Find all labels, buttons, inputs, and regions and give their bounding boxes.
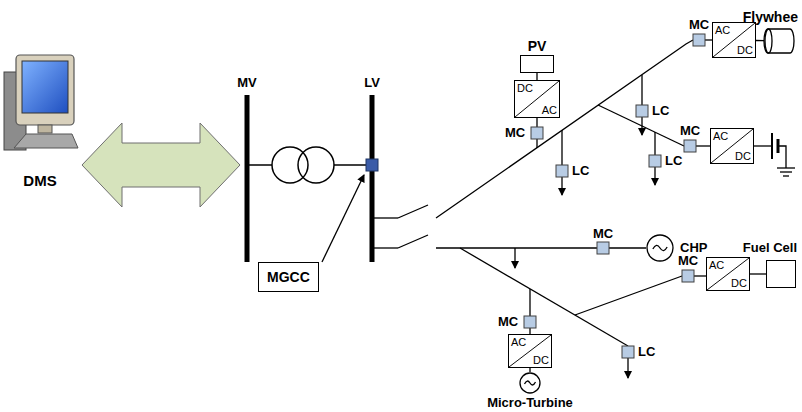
upper-feeder [372, 40, 712, 218]
part-label: MC [680, 124, 700, 138]
battery-symbol [754, 133, 795, 176]
converter-box: AC DC [706, 257, 750, 291]
source-label: PV [528, 39, 547, 53]
source-symbol: CHP [646, 234, 674, 262]
connector-line [529, 368, 530, 372]
converter-label: AC [709, 259, 724, 271]
computer-icon [4, 55, 78, 150]
part-label: LV [364, 76, 380, 90]
lv-bus [370, 95, 375, 262]
converter-box: AC DC [712, 22, 756, 58]
connector-line [750, 273, 766, 274]
part-label: MC [498, 315, 518, 329]
source-symbol: Fuel Cell [766, 260, 796, 288]
converter-box: AC DC [710, 128, 754, 164]
part-label: MC [678, 254, 698, 268]
part-label: LC [572, 164, 589, 178]
converter-label: DC [737, 44, 753, 56]
flywheel-cylinder [764, 28, 794, 54]
box-label: MGCC [267, 270, 310, 284]
generator-circle [646, 234, 674, 262]
converter-label: DC [731, 277, 747, 289]
part-label: MC [505, 126, 525, 140]
part-label: MC [593, 227, 613, 241]
part-label: LC [652, 104, 669, 118]
generator-circle [519, 372, 541, 394]
converter-label: AC [715, 24, 730, 36]
source-label: CHP [680, 241, 707, 255]
converter-label: DC [533, 354, 549, 366]
source-symbol: PV [520, 55, 554, 73]
connector-line [756, 40, 764, 41]
converter-label: DC [735, 150, 751, 162]
converter-box: DC AC [514, 80, 560, 118]
mgcc-interface [366, 159, 378, 171]
converter-label: DC [517, 82, 533, 94]
part-label: DMS [23, 172, 56, 189]
source-symbol: Flywhee [764, 28, 794, 54]
part-label: MC [689, 18, 709, 32]
mgcc-arrow [322, 175, 364, 262]
source-label: Micro-Turbine [487, 396, 573, 410]
converter-label: AC [713, 130, 728, 142]
part-label: LC [638, 345, 655, 359]
converter-label: AC [511, 336, 526, 348]
part-label: LC [665, 154, 682, 168]
controller-box: MGCC [258, 262, 319, 292]
source-symbol: Micro-Turbine [519, 372, 541, 394]
part-label: MV [237, 76, 257, 90]
converter-label: AC [542, 104, 557, 116]
mv-bus [245, 95, 250, 262]
connector-line [536, 73, 537, 80]
lower-feeder [372, 235, 706, 378]
source-label: Fuel Cell [743, 241, 797, 255]
communication-arrow [82, 123, 240, 207]
transformer-symbol [247, 147, 372, 183]
source-label: Flywhee [743, 10, 798, 24]
converter-box: AC DC [508, 334, 552, 368]
